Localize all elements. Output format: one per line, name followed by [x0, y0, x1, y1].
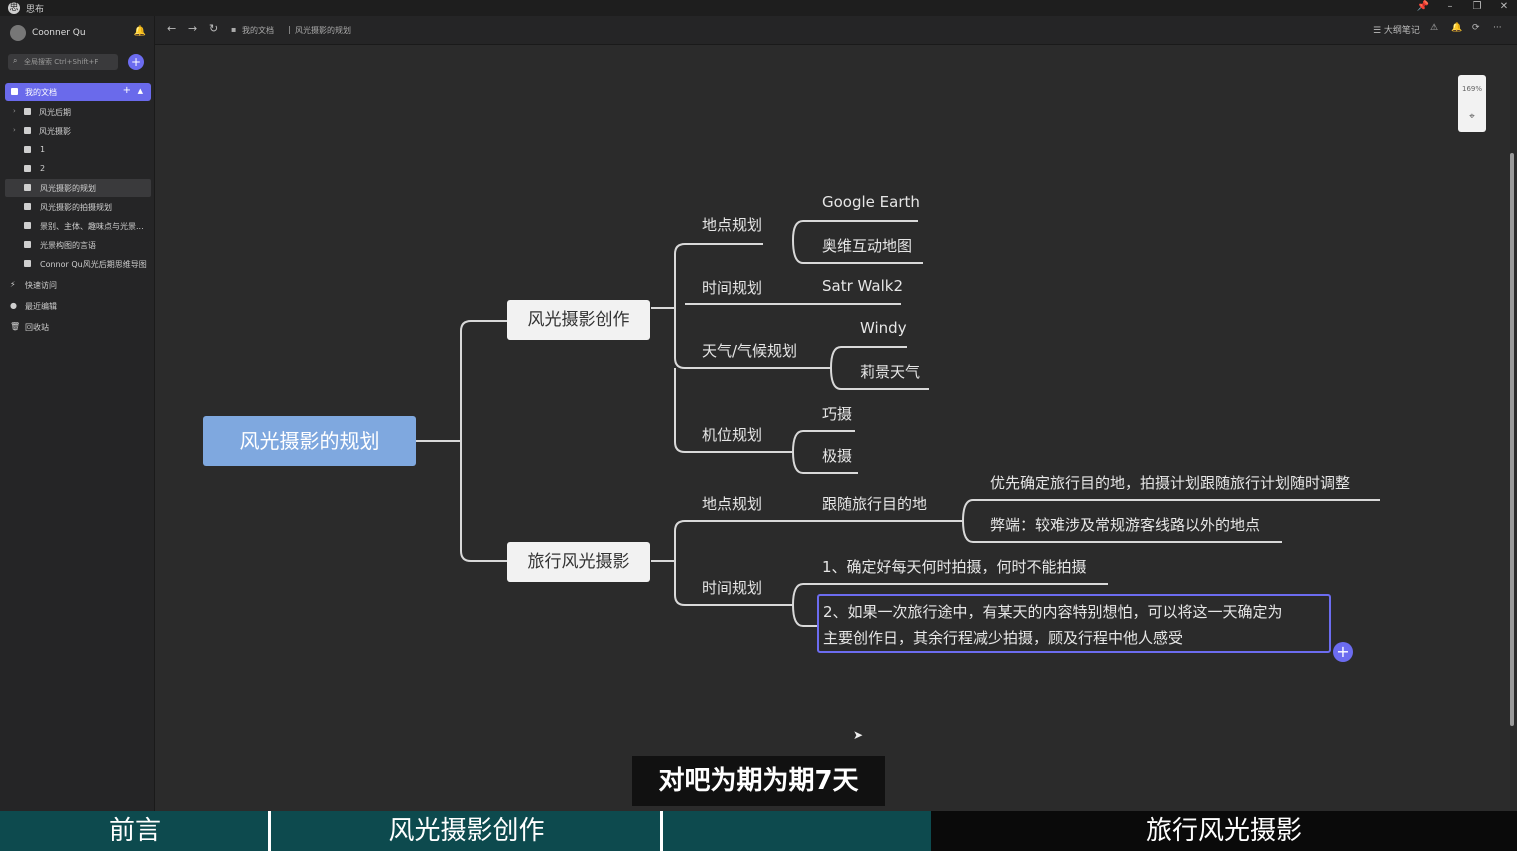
mindmap-root-node[interactable]: 风光摄影的规划: [203, 416, 416, 466]
tree-item-folder[interactable]: › 风光摄影: [13, 126, 71, 136]
tree-item-folder[interactable]: › 风光后期: [13, 107, 71, 117]
mindmap-topic[interactable]: 天气/气候规划: [702, 342, 798, 360]
home-icon: [11, 88, 18, 95]
doc-icon: [24, 222, 31, 229]
forward-button[interactable]: →: [188, 22, 198, 35]
more-icon[interactable]: ···: [1493, 23, 1502, 33]
tree-item-doc-selected[interactable]: 风光摄影的规划: [5, 179, 151, 197]
mindmap-topic[interactable]: 1、确定好每天何时拍摄，何时不能拍摄: [822, 558, 1087, 576]
mindmap-topic-editing[interactable]: 2、如果一次旅行途中，有某天的内容特别想怕，可以将这一天确定为 主要创作日，其余…: [817, 594, 1331, 653]
tree-item-doc[interactable]: 1: [5, 141, 151, 159]
clock-icon: ●: [10, 301, 17, 310]
mindmap-canvas[interactable]: 风光摄影的规划 风光摄影创作 旅行风光摄影 地点规划 Google Earth …: [155, 45, 1517, 811]
add-doc-icon[interactable]: +: [122, 85, 131, 96]
avatar: [10, 25, 26, 41]
breadcrumb-item[interactable]: 风光摄影的规划: [295, 26, 351, 35]
chevron-right-icon[interactable]: ›: [13, 107, 16, 115]
doc-icon: [24, 184, 31, 191]
chapter-separator: [268, 811, 271, 851]
chapter-item[interactable]: 风光摄影创作: [271, 811, 662, 851]
mindmap-topic[interactable]: 弊端：较难涉及常规游客线路以外的地点: [990, 516, 1261, 534]
sidebar: Coonner Qu 🔔 ⌕ 全局搜索 Ctrl+Shift+F + 我的文档 …: [0, 16, 155, 811]
folder-icon: [24, 127, 31, 134]
user-profile[interactable]: Coonner Qu 🔔: [10, 25, 150, 41]
warning-icon[interactable]: ⚠: [1430, 23, 1439, 33]
doc-icon: [24, 203, 31, 210]
chevron-down-icon[interactable]: ›: [13, 126, 16, 134]
close-button[interactable]: ✕: [1499, 1, 1509, 12]
vertical-scrollbar[interactable]: [1510, 153, 1514, 726]
search-placeholder: 全局搜索 Ctrl+Shift+F: [24, 58, 99, 66]
video-subtitle: 对吧为期为期7天: [632, 756, 885, 806]
refresh-button[interactable]: ↻: [209, 22, 219, 35]
mindmap-topic[interactable]: 跟随旅行目的地: [822, 495, 928, 513]
sync-icon[interactable]: ⟳: [1472, 23, 1480, 33]
mindmap-topic[interactable]: 时间规划: [702, 279, 763, 297]
mindmap-topic[interactable]: 奥维互动地图: [822, 237, 913, 255]
editing-text-line[interactable]: 2、如果一次旅行途中，有某天的内容特别想怕，可以将这一天确定为: [823, 603, 1283, 621]
trash-link[interactable]: 🗑 回收站: [10, 322, 49, 332]
add-button[interactable]: +: [128, 54, 144, 70]
maximize-button[interactable]: ❐: [1472, 1, 1482, 12]
chapter-bar: 前言 风光摄影创作 旅行风光摄影: [0, 811, 1517, 851]
mindmap-topic[interactable]: 机位规划: [702, 426, 763, 444]
doc-icon: [24, 146, 31, 153]
bell-icon[interactable]: 🔔: [133, 26, 146, 37]
mindmap-branch-node[interactable]: 风光摄影创作: [507, 300, 650, 340]
mindmap-topic[interactable]: 巧摄: [822, 405, 853, 423]
recent-edits-link[interactable]: ● 最近编辑: [10, 301, 57, 311]
breadcrumb-item[interactable]: 我的文档: [242, 26, 274, 35]
mindmap-topic[interactable]: Windy: [860, 319, 907, 337]
tree-item-doc[interactable]: 风光摄影的拍摄规划: [5, 198, 151, 216]
tree-item-doc[interactable]: Connor Qu风光后期思维导图: [5, 255, 151, 273]
tree-item-doc[interactable]: 光景构图的言语: [5, 236, 151, 254]
mindmap-topic[interactable]: Google Earth: [822, 193, 920, 211]
mindmap-connectors: [416, 220, 1380, 627]
breadcrumb-folder-icon: ▪: [231, 25, 237, 34]
user-name: Coonner Qu: [32, 28, 86, 38]
doc-icon: [24, 241, 31, 248]
app-logo-icon: 思: [8, 2, 20, 14]
lightning-icon: ⚡: [10, 280, 16, 289]
search-input[interactable]: ⌕ 全局搜索 Ctrl+Shift+F: [8, 54, 118, 70]
chapter-item-current[interactable]: 旅行风光摄影: [931, 811, 1517, 851]
breadcrumb-separator: |: [288, 25, 291, 34]
chapter-item[interactable]: 前言: [0, 811, 270, 851]
mindmap-topic[interactable]: 莉景天气: [860, 363, 921, 381]
add-child-button[interactable]: +: [1333, 642, 1353, 662]
editor-toolbar: ← → ↻ ▪ 我的文档 | 风光摄影的规划 ☰ 大纲笔记 ⚠ 🔔 ⟳ ···: [155, 16, 1517, 45]
notification-icon[interactable]: 🔔: [1451, 23, 1463, 33]
outline-notes-button[interactable]: ☰ 大纲笔记: [1373, 26, 1420, 36]
quick-access-link[interactable]: ⚡ 快速访问: [10, 280, 57, 290]
zoom-panel: 169% ⌖: [1458, 75, 1486, 132]
chapter-separator: [660, 811, 663, 851]
tree-item-doc[interactable]: 景别、主体、趣味点与光景...: [5, 217, 151, 235]
mindmap-topic[interactable]: 优先确定旅行目的地，拍摄计划跟随旅行计划随时调整: [990, 474, 1351, 492]
mouse-cursor-icon: ➤: [853, 728, 864, 742]
tree-item-doc[interactable]: 2: [5, 160, 151, 178]
title-bar: 思 思布 📌 – ❐ ✕: [0, 0, 1517, 16]
search-icon: ⌕: [13, 56, 18, 65]
mindmap-topic[interactable]: Satr Walk2: [822, 277, 903, 295]
editing-text-line[interactable]: 主要创作日，其余行程减少拍摄，顾及行程中他人感受: [823, 629, 1184, 647]
locate-icon[interactable]: ⌖: [1469, 111, 1475, 122]
minimize-button[interactable]: –: [1447, 1, 1453, 12]
zoom-level[interactable]: 169%: [1461, 85, 1482, 93]
mindmap-branch-node[interactable]: 旅行风光摄影: [507, 542, 650, 582]
back-button[interactable]: ←: [167, 22, 177, 35]
app-title: 思布: [26, 5, 45, 15]
mindmap-topic[interactable]: 地点规划: [702, 495, 763, 513]
pin-icon[interactable]: 📌: [1416, 1, 1430, 12]
mindmap-topic[interactable]: 时间规划: [702, 579, 763, 597]
trash-icon: 🗑: [10, 322, 21, 331]
chapter-item[interactable]: [663, 811, 931, 851]
mindmap-topic[interactable]: 极摄: [822, 447, 853, 465]
doc-icon: [24, 260, 31, 267]
doc-icon: [24, 165, 31, 172]
folder-icon: [24, 108, 31, 115]
tree-item-my-docs[interactable]: 我的文档 + ▲: [5, 83, 151, 101]
chevron-up-icon[interactable]: ▲: [137, 87, 143, 95]
mindmap-topic[interactable]: 地点规划: [702, 216, 763, 234]
